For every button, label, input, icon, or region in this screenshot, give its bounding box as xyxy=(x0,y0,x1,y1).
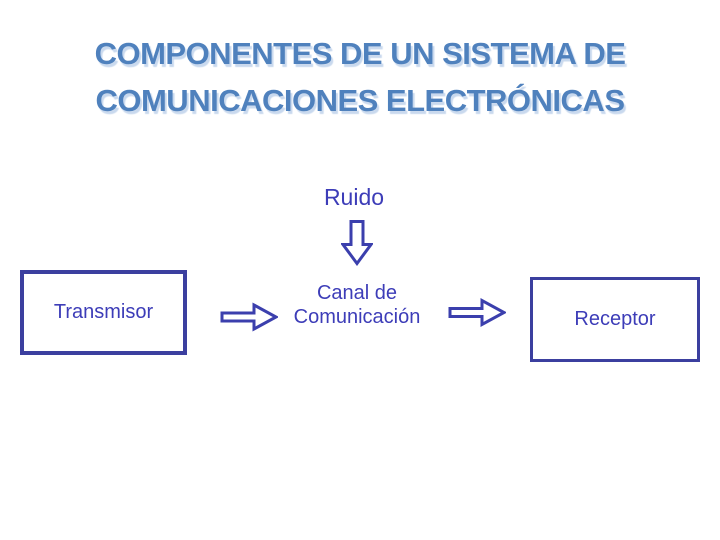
channel-label: Canal de Comunicación xyxy=(277,281,437,329)
receiver-box: Receptor xyxy=(530,277,700,362)
title-line-1: COMPONENTES DE UN SISTEMA DE xyxy=(94,36,626,71)
channel-label-line-2: Comunicación xyxy=(293,306,421,328)
receiver-label: Receptor xyxy=(574,308,656,330)
flow-right-arrow-2-icon xyxy=(448,297,506,328)
title-line-2: COMUNICACIONES ELECTRÓNICAS xyxy=(95,83,625,118)
slide-title: COMPONENTES DE UN SISTEMA DE COMUNICACIO… xyxy=(0,30,720,124)
transmitter-box: Transmisor xyxy=(20,270,187,355)
channel-label-line-1: Canal de xyxy=(316,282,398,304)
noise-down-arrow-icon xyxy=(341,219,373,266)
transmitter-label: Transmisor xyxy=(53,301,154,323)
noise-label: Ruido xyxy=(323,184,385,210)
flow-right-arrow-1-icon xyxy=(220,302,278,332)
